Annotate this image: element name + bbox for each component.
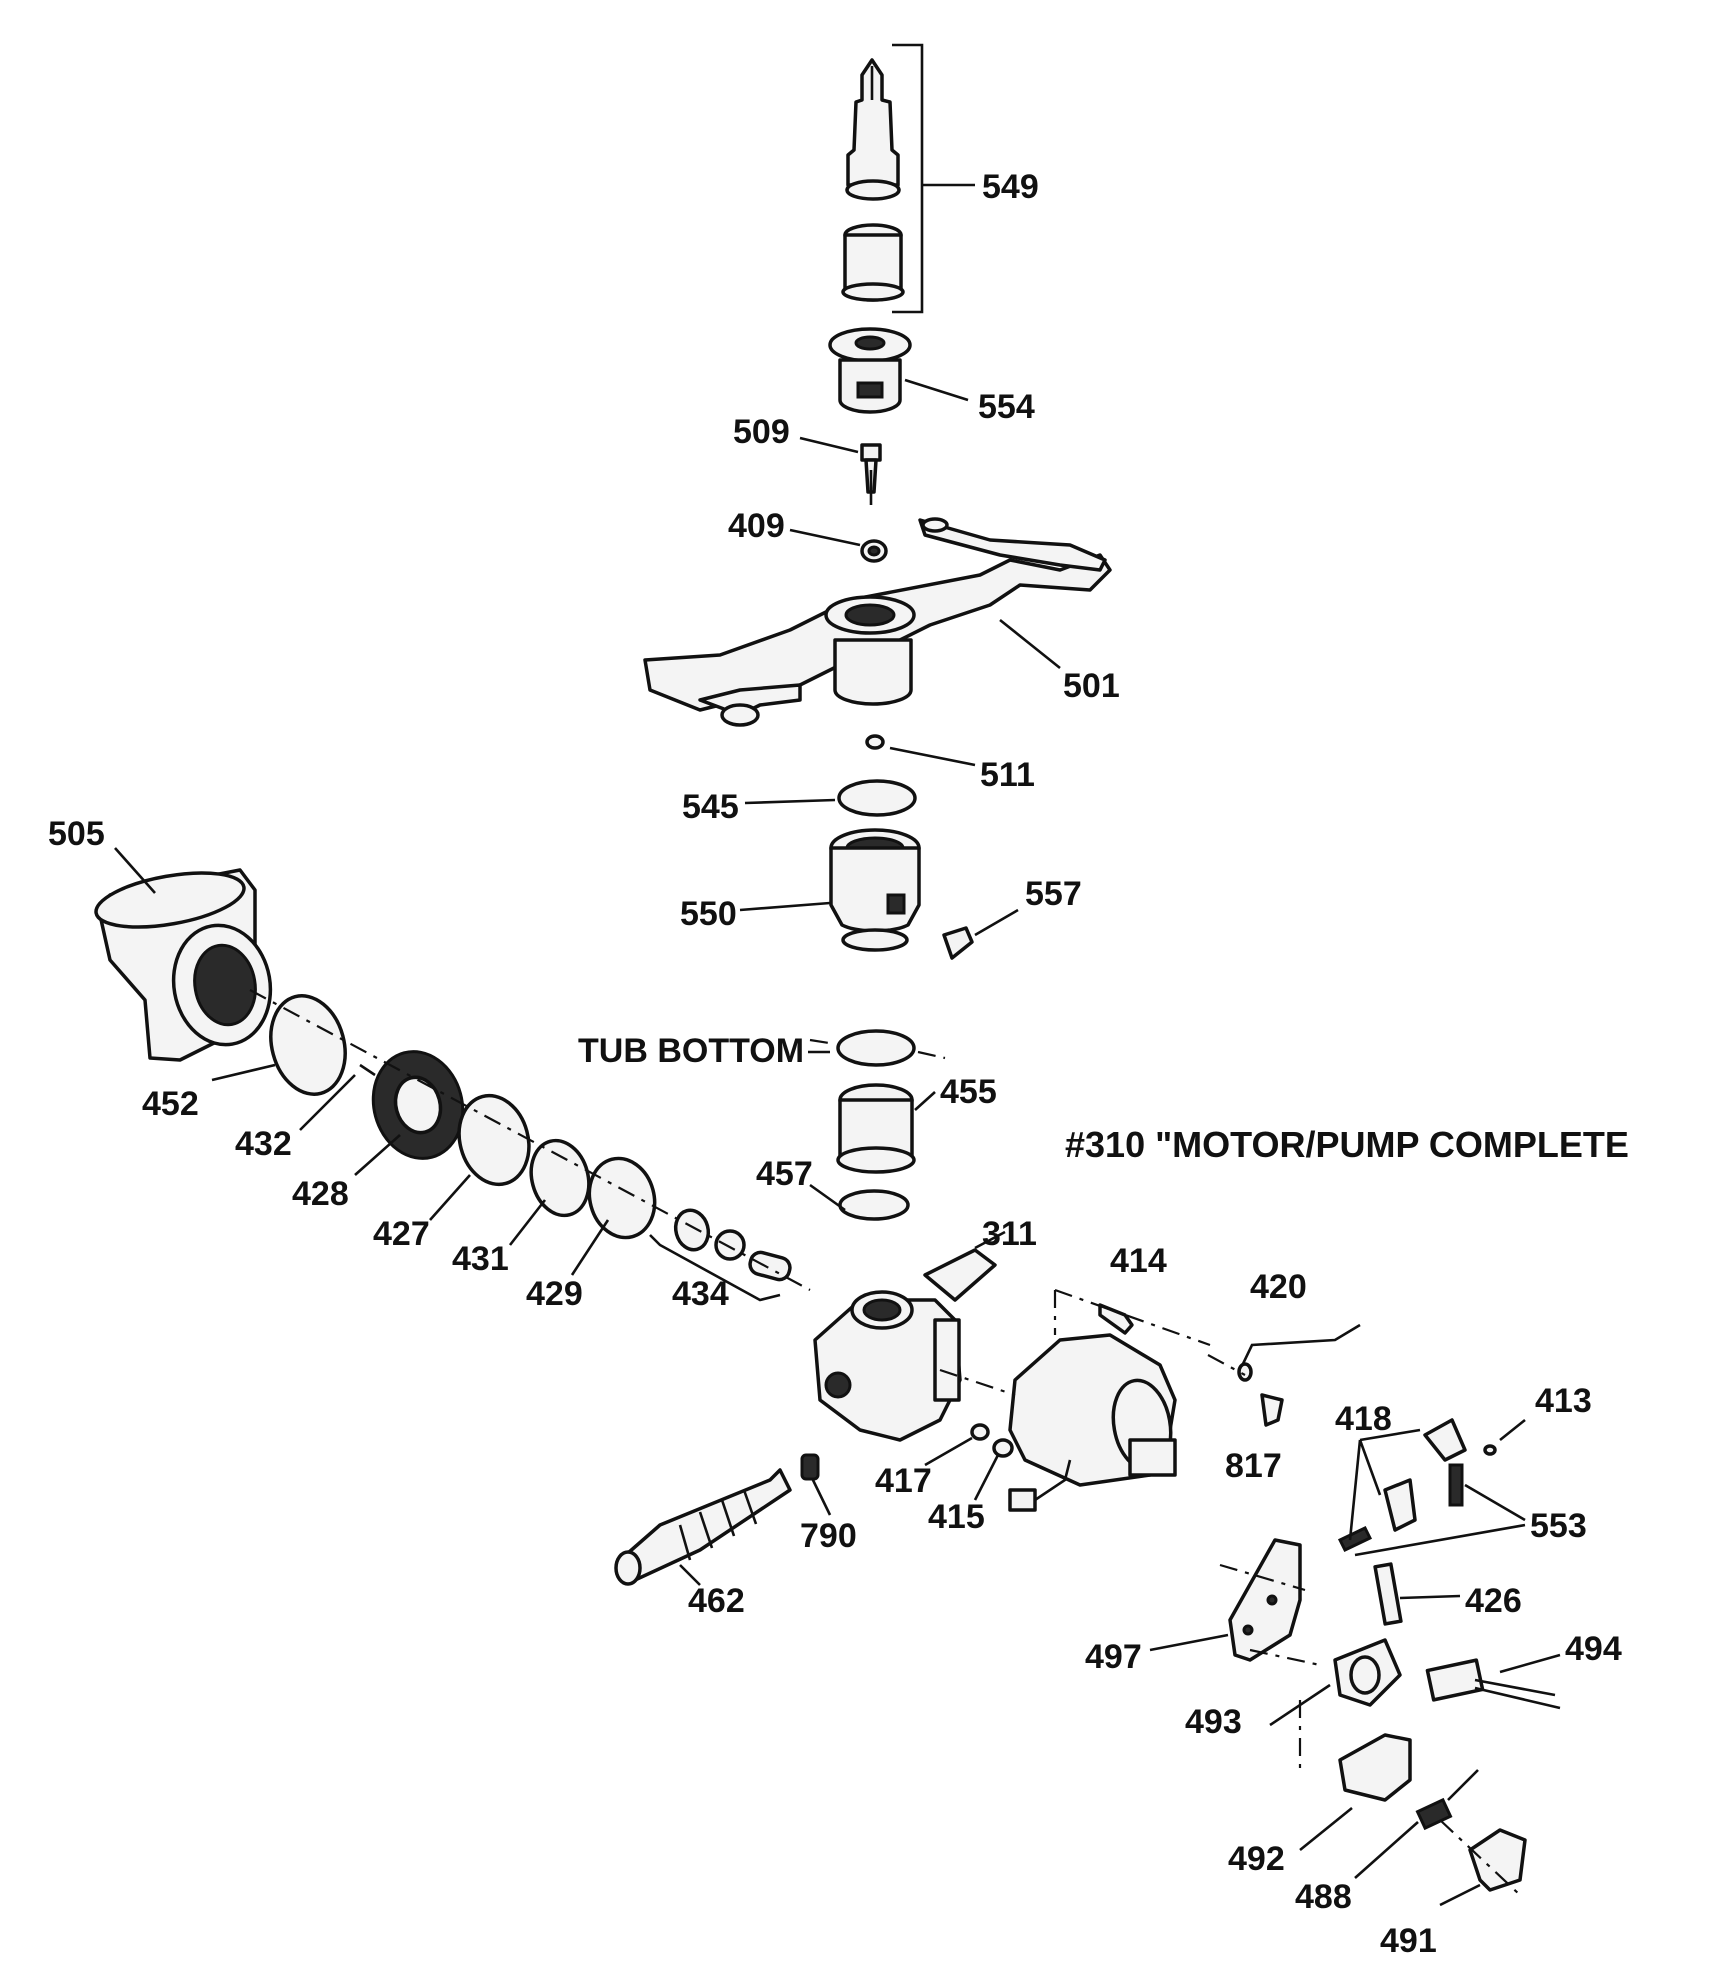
part-number-414: 414 bbox=[1110, 1242, 1167, 1280]
part-number-549: 549 bbox=[982, 168, 1039, 206]
part-number-429: 429 bbox=[526, 1275, 583, 1313]
clamp-457-part bbox=[838, 1189, 910, 1221]
part-number-418: 418 bbox=[1335, 1400, 1392, 1438]
part-number-491: 491 bbox=[1380, 1922, 1437, 1960]
cover-429-part bbox=[587, 1156, 657, 1240]
washer-511-part bbox=[865, 734, 885, 750]
part-number-497: 497 bbox=[1085, 1638, 1142, 1676]
part-number-417: 417 bbox=[875, 1462, 932, 1500]
bracket-497-part bbox=[1228, 1538, 1302, 1662]
part-number-545: 545 bbox=[682, 788, 739, 826]
part-number-452: 452 bbox=[142, 1085, 199, 1123]
clamp-452-part bbox=[269, 994, 347, 1096]
part-number-493: 493 bbox=[1185, 1703, 1242, 1741]
connector-494-part bbox=[1425, 1658, 1561, 1710]
part-number-427: 427 bbox=[373, 1215, 430, 1253]
part-number-428: 428 bbox=[292, 1175, 349, 1213]
part-number-409: 409 bbox=[728, 507, 785, 545]
clip-557-part bbox=[942, 926, 974, 960]
snap-ring-545-part bbox=[837, 779, 917, 817]
part-number-492: 492 bbox=[1228, 1840, 1285, 1878]
part-number-426: 426 bbox=[1465, 1582, 1522, 1620]
clip-413-part bbox=[1483, 1444, 1497, 1456]
bracket-418-part bbox=[1383, 1418, 1467, 1532]
pump-assembly-311-part bbox=[813, 1248, 997, 1442]
part-number-457: 457 bbox=[756, 1155, 813, 1193]
part-number-434: 434 bbox=[672, 1275, 729, 1313]
pin-426-part bbox=[1373, 1562, 1403, 1626]
rod-420-part bbox=[1238, 1323, 1361, 1371]
screw-817-part bbox=[1260, 1393, 1284, 1427]
screw-414-part bbox=[1098, 1303, 1134, 1335]
part-number-501: 501 bbox=[1063, 667, 1120, 705]
washer-417-part bbox=[970, 1423, 990, 1441]
assembly-heading: #310 "MOTOR/PUMP COMPLETE bbox=[1065, 1124, 1629, 1165]
part-number-790: 790 bbox=[800, 1517, 857, 1555]
part-number-505: 505 bbox=[48, 815, 105, 853]
tub-bottom-label: TUB BOTTOM bbox=[578, 1032, 804, 1070]
solenoid-493-part bbox=[1333, 1638, 1402, 1707]
tub-bottom-ring bbox=[836, 1029, 916, 1067]
ring-431-part bbox=[529, 1138, 591, 1218]
part-number-817: 817 bbox=[1225, 1447, 1282, 1485]
part-number-420: 420 bbox=[1250, 1268, 1307, 1306]
sump-housing-505-part bbox=[94, 868, 273, 1062]
spray-hub-part bbox=[828, 327, 912, 414]
auger-462-part bbox=[614, 1468, 792, 1586]
spray-tube-upper-part bbox=[845, 58, 901, 201]
part-number-431: 431 bbox=[452, 1240, 509, 1278]
spring-553-part bbox=[1337, 1463, 1464, 1552]
seal-427-part bbox=[457, 1093, 531, 1187]
valve-434-part bbox=[673, 1208, 792, 1282]
spray-tube-lower-part bbox=[841, 223, 905, 302]
part-number-455: 455 bbox=[940, 1073, 997, 1111]
part-number-488: 488 bbox=[1295, 1878, 1352, 1916]
part-number-432: 432 bbox=[235, 1125, 292, 1163]
part-number-494: 494 bbox=[1565, 1630, 1622, 1668]
part-number-557: 557 bbox=[1025, 875, 1082, 913]
part-number-462: 462 bbox=[688, 1582, 745, 1620]
spring-790-part bbox=[800, 1453, 820, 1481]
part-number-311: 311 bbox=[982, 1215, 1037, 1253]
part-number-415: 415 bbox=[928, 1498, 985, 1536]
part-number-413: 413 bbox=[1535, 1382, 1592, 1420]
nut-409-part bbox=[860, 539, 888, 563]
part-number-553: 553 bbox=[1530, 1507, 1587, 1545]
impeller-428-part bbox=[371, 1050, 465, 1160]
part-number-550: 550 bbox=[680, 895, 737, 933]
spray-arm-part bbox=[643, 517, 1112, 727]
housing-550-part bbox=[829, 828, 921, 952]
bracket-491-part bbox=[1468, 1828, 1527, 1892]
part-number-509: 509 bbox=[733, 413, 790, 451]
motor-part bbox=[1008, 1333, 1177, 1512]
part-number-554: 554 bbox=[978, 388, 1035, 426]
part-number-511: 511 bbox=[980, 756, 1035, 794]
switch-492-part bbox=[1338, 1733, 1412, 1802]
washer-415-part bbox=[992, 1438, 1014, 1458]
bellows-455-part bbox=[836, 1083, 916, 1174]
switch-488-part bbox=[1415, 1769, 1479, 1831]
